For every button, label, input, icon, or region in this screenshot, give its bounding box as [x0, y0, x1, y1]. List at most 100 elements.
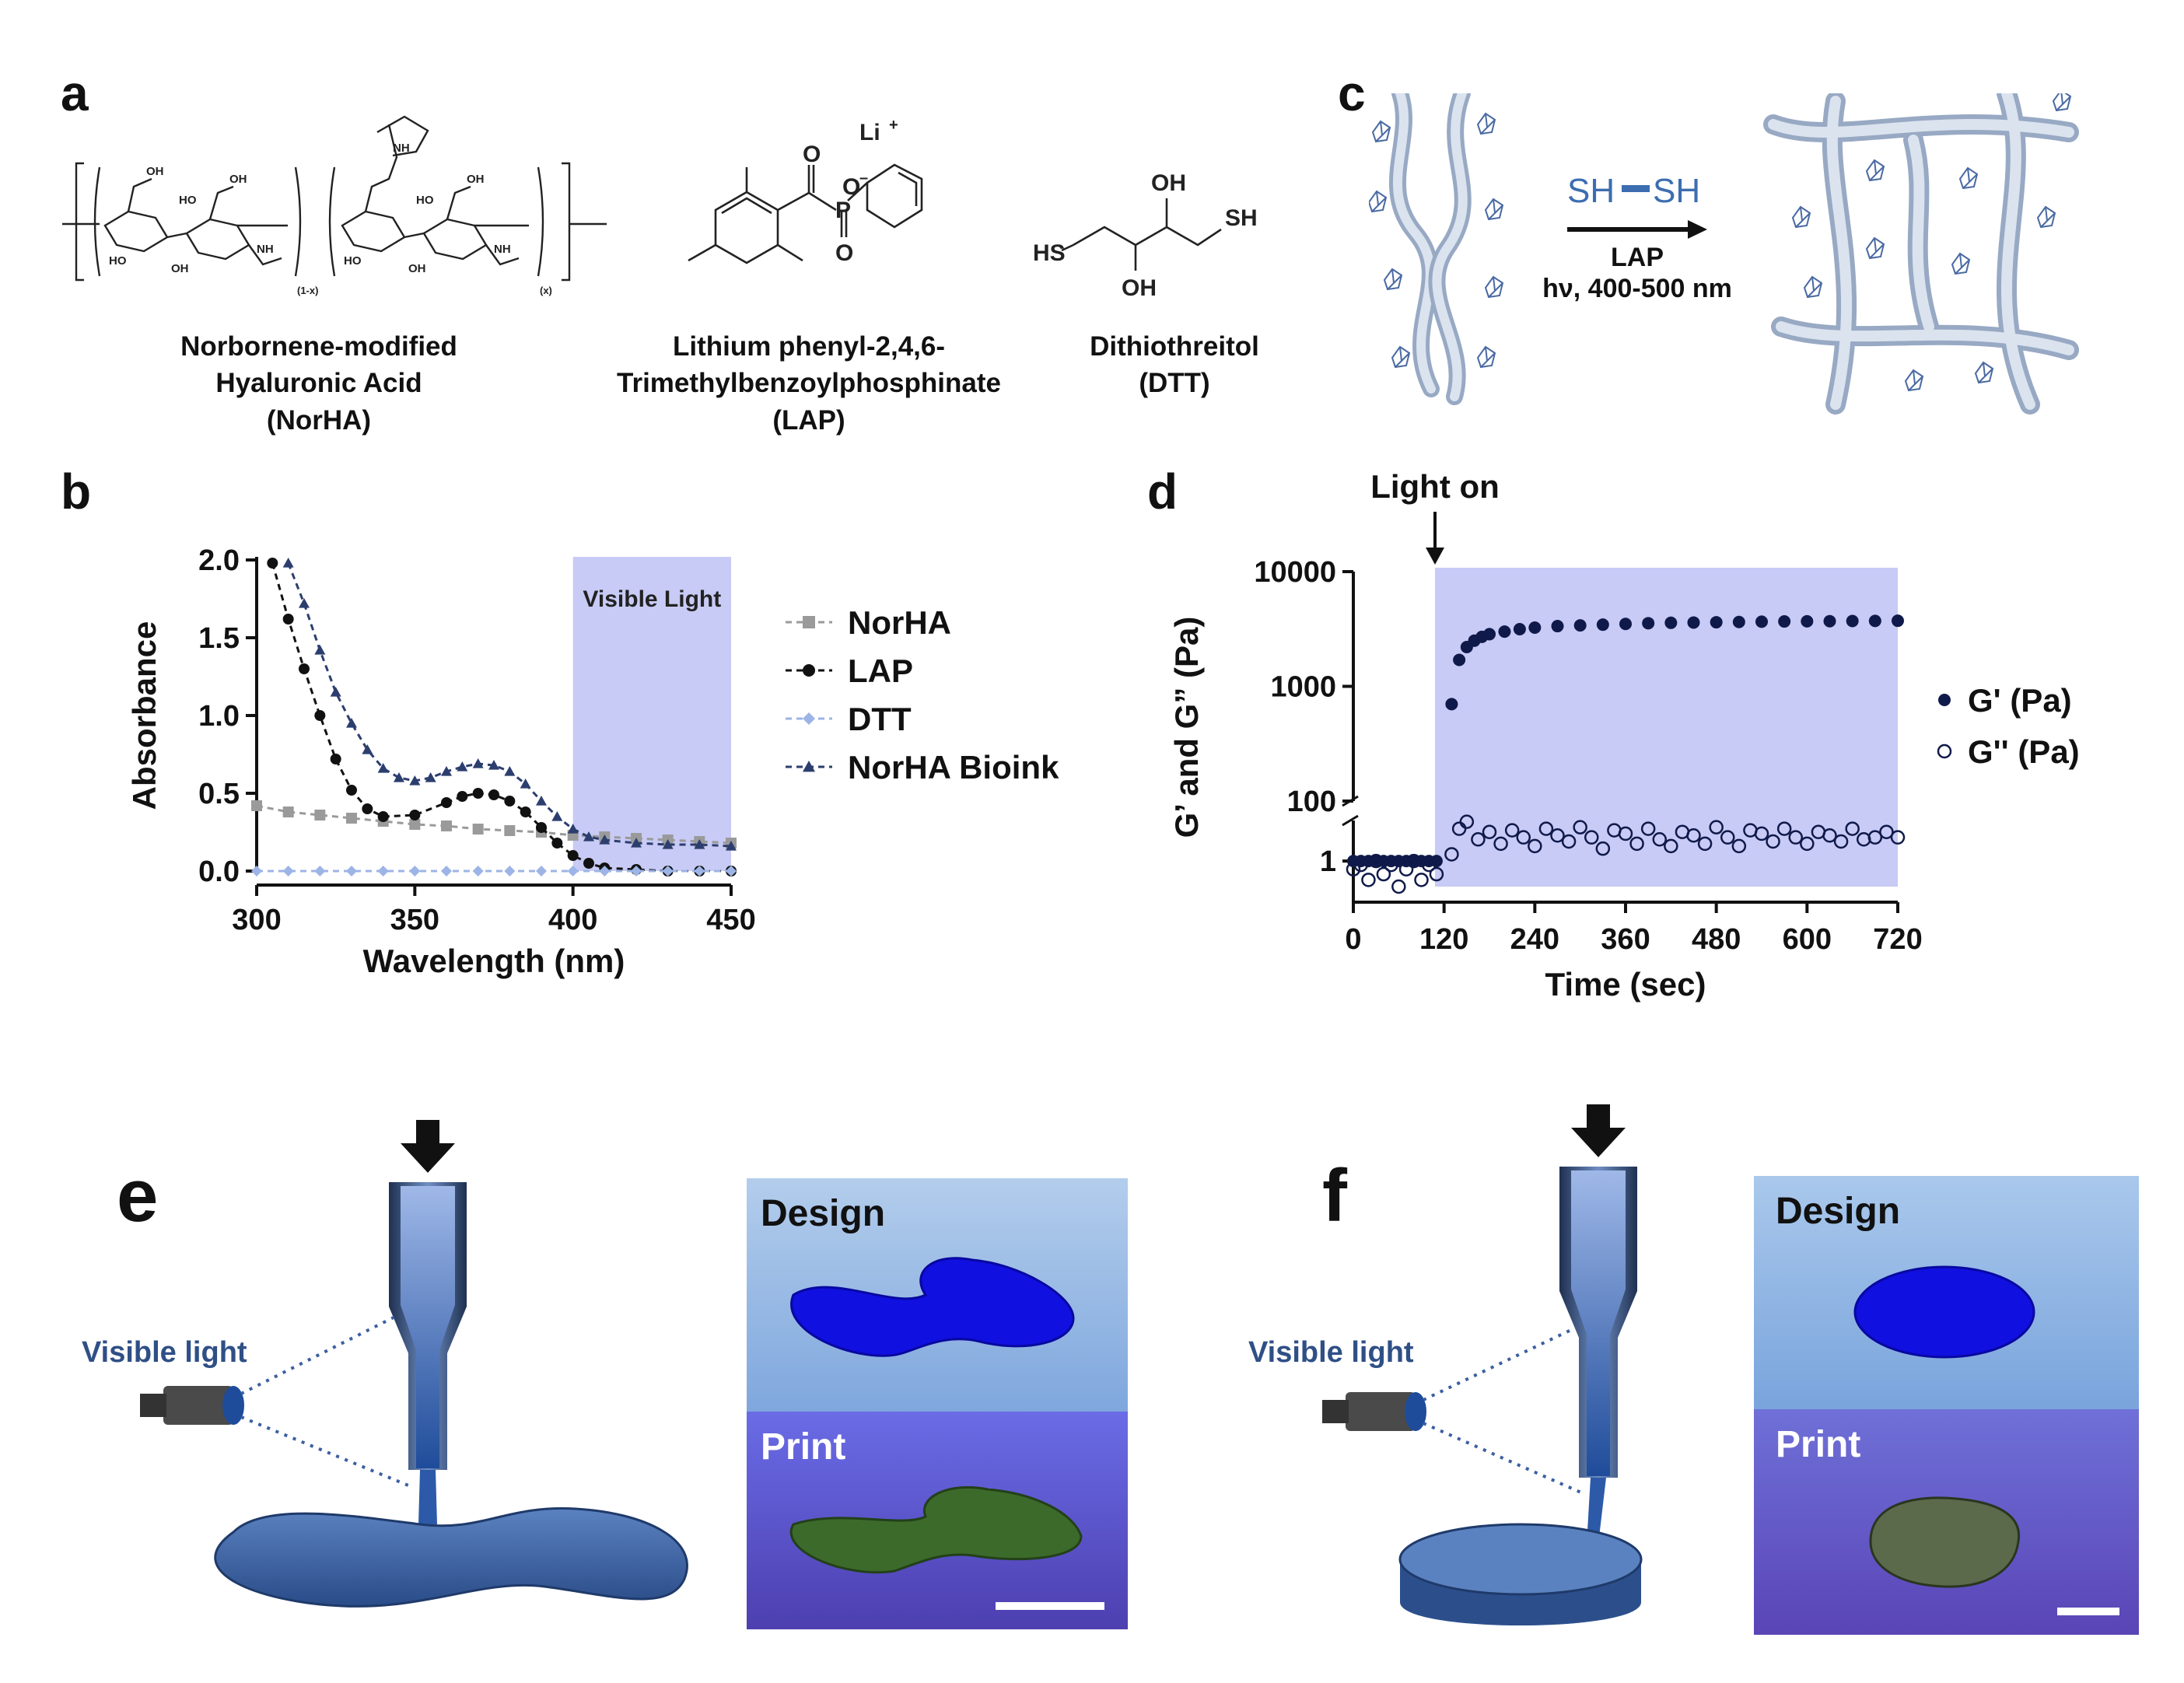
data-point: [536, 822, 547, 833]
data-point: [1801, 614, 1814, 628]
data-point: [1498, 625, 1511, 639]
ink-filament: [418, 1470, 437, 1524]
data-point: [1444, 847, 1459, 862]
legend-label: G'' (Pa): [1968, 733, 2080, 770]
x-tick-label: 300: [232, 904, 281, 936]
data-point: [504, 866, 516, 876]
data-point: [1823, 614, 1836, 628]
down-arrow-icon: [1571, 1104, 1626, 1157]
lap-name-line: Lithium phenyl-2,4,6-: [672, 331, 946, 362]
data-point: [1800, 836, 1815, 852]
data-point: [599, 835, 611, 845]
atom-label: –: [859, 170, 868, 187]
legend-marker: [1938, 694, 1951, 706]
y-tick-label: 1.0: [198, 700, 240, 733]
data-point: [1384, 857, 1398, 873]
data-point: [1788, 830, 1803, 845]
data-point: [409, 866, 421, 876]
data-point: [567, 850, 579, 861]
data-point: [346, 813, 357, 824]
y-axis-title: Absorbance: [126, 621, 163, 810]
norha-name-line: Norbornene-modified: [180, 331, 457, 362]
data-point: [1538, 821, 1554, 836]
crosslinker-bond: [1622, 185, 1650, 192]
data-point: [1732, 615, 1745, 628]
data-point: [504, 766, 516, 776]
data-point: [504, 825, 516, 836]
data-point: [1642, 617, 1655, 630]
crosslinker-label-left: SH: [1567, 172, 1615, 210]
data-point: [472, 788, 484, 799]
data-point: [314, 645, 326, 655]
polymer-strands: [1389, 93, 1472, 405]
data-point: [1892, 614, 1904, 628]
atom-label: NH: [393, 142, 410, 155]
data-point: [1445, 698, 1458, 711]
crosslink-schematic: SH SH LAP hν, 400-500 nm: [1369, 93, 2079, 415]
data-point: [267, 558, 278, 569]
atom-label: HS: [1033, 240, 1066, 266]
data-point: [1766, 834, 1780, 849]
data-point: [1720, 830, 1735, 845]
data-point: [1421, 857, 1437, 873]
atom-label: O: [842, 174, 860, 200]
data-point: [314, 710, 326, 721]
nozzle-ink: [1571, 1170, 1626, 1476]
data-point: [583, 831, 594, 842]
design-print-photo-e: Design Print: [747, 1178, 1128, 1629]
legend-label: G' (Pa): [1968, 682, 2072, 719]
data-point: [330, 754, 341, 765]
legend-marker: [803, 761, 815, 772]
data-point: [1640, 821, 1656, 836]
data-point: [1868, 614, 1881, 628]
data-point: [551, 838, 563, 848]
down-arrow-icon: [1426, 548, 1444, 565]
data-point: [1776, 821, 1792, 836]
data-point: [488, 789, 499, 800]
atom-label: O: [803, 142, 821, 167]
down-arrow-icon: [401, 1120, 455, 1173]
data-point: [314, 810, 326, 821]
data-point: [488, 760, 499, 770]
data-point: [1430, 855, 1443, 868]
atom-label: HO: [109, 254, 127, 268]
data-point: [1731, 838, 1747, 854]
atom-label: OH: [467, 173, 485, 186]
data-point: [362, 803, 373, 814]
data-point: [346, 866, 357, 876]
data-point: [1513, 622, 1526, 635]
atom-label: NH: [494, 243, 511, 256]
bioprinter-schematic-f: [1322, 1104, 1643, 1625]
panel-letter-f: f: [1322, 1154, 1347, 1237]
data-point: [282, 807, 294, 817]
data-point: [282, 558, 294, 568]
visible-light-region: [572, 557, 731, 871]
data-point: [1664, 838, 1678, 854]
panel-letter-b: b: [61, 464, 92, 520]
atom-label: SH: [1225, 205, 1258, 231]
design-print-photo-f: Design Print: [1754, 1176, 2139, 1635]
atom-label: OH: [408, 262, 426, 275]
light-on-annotation: Light on: [1370, 468, 1500, 505]
atom-label: O: [835, 240, 853, 266]
atom-label: P: [835, 198, 851, 223]
legend-marker: [803, 664, 815, 677]
printed-gel-f: [1869, 1496, 2021, 1588]
series-g-double-prime: [1346, 814, 1906, 894]
data-point: [1687, 616, 1700, 629]
atom-label: OH: [229, 173, 247, 186]
data-point: [536, 796, 547, 806]
subscript-label: (x): [540, 285, 552, 296]
data-point: [1652, 831, 1667, 847]
data-point: [1453, 653, 1466, 667]
norha-caption: Norbornene-modified Hyaluronic Acid (Nor…: [101, 328, 537, 439]
data-point: [1754, 826, 1769, 842]
bioprinter-schematic-e: [140, 1120, 688, 1608]
data-point: [457, 761, 468, 772]
atom-label: Li: [859, 120, 880, 145]
data-point: [662, 839, 674, 849]
dtt-caption: Dithiothreitol (DTT): [1034, 328, 1314, 402]
axis-break-mark: [1342, 814, 1359, 827]
data-point: [1391, 879, 1406, 894]
legend-label: NorHA: [848, 604, 951, 641]
